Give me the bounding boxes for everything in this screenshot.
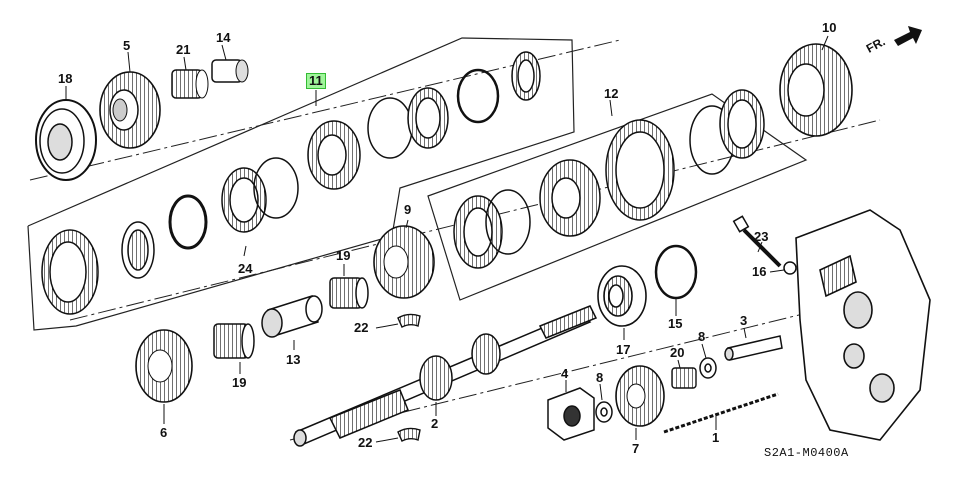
part-4-block xyxy=(547,387,595,441)
part-23-bolt xyxy=(732,215,782,268)
callout-8-lower[interactable]: 8 xyxy=(596,370,604,385)
callout-16[interactable]: 16 xyxy=(752,264,767,279)
callout-23[interactable]: 23 xyxy=(754,229,769,244)
part-16-washer xyxy=(783,261,797,275)
callout-5[interactable]: 5 xyxy=(123,38,131,53)
callout-14[interactable]: 14 xyxy=(216,30,231,45)
part-14-collar xyxy=(211,59,249,83)
part-5-gear xyxy=(99,71,161,149)
callout-10[interactable]: 10 xyxy=(822,20,837,35)
callout-1[interactable]: 1 xyxy=(712,430,720,445)
part-15-snap-ring xyxy=(654,244,698,300)
kit-11-parts xyxy=(41,51,541,315)
callout-4[interactable]: 4 xyxy=(561,366,569,381)
kit-12-boundary xyxy=(427,93,808,301)
callout-18[interactable]: 18 xyxy=(58,71,73,86)
part-8-washers xyxy=(595,357,717,423)
callout-8-upper[interactable]: 8 xyxy=(698,329,706,344)
callout-9[interactable]: 9 xyxy=(404,202,412,217)
part-21-needle-bearing xyxy=(171,69,209,99)
callout-21[interactable]: 21 xyxy=(176,42,191,57)
part-10-gear xyxy=(779,43,853,137)
part-9-gear xyxy=(373,225,435,299)
part-22-bearing-halves xyxy=(397,313,421,442)
part-6-gear xyxy=(135,329,193,403)
callout-11-highlighted[interactable]: 11 xyxy=(306,73,326,89)
callout-2[interactable]: 2 xyxy=(431,416,439,431)
callout-20[interactable]: 20 xyxy=(670,345,685,360)
callout-13[interactable]: 13 xyxy=(286,352,301,367)
callout-19-upper[interactable]: 19 xyxy=(336,248,351,263)
callout-3[interactable]: 3 xyxy=(740,313,748,328)
front-arrow-icon xyxy=(894,26,922,46)
part-13-collar xyxy=(261,295,323,338)
part-20-needle-bearing xyxy=(671,367,697,389)
callout-22-lower[interactable]: 22 xyxy=(358,435,373,450)
part-7-gear xyxy=(615,365,665,427)
callout-7[interactable]: 7 xyxy=(632,441,640,456)
callout-24[interactable]: 24 xyxy=(238,261,253,276)
callout-6[interactable]: 6 xyxy=(160,425,168,440)
part-19-needle-bearings xyxy=(213,277,369,359)
kit-12-parts xyxy=(453,89,765,269)
part-17-bearing xyxy=(597,265,647,327)
leader-lines xyxy=(65,35,829,443)
part-1-rod xyxy=(663,392,779,434)
callout-22-upper[interactable]: 22 xyxy=(354,320,369,335)
callout-12[interactable]: 12 xyxy=(604,86,619,101)
callout-19-lower[interactable]: 19 xyxy=(232,375,247,390)
part-2-mainshaft xyxy=(293,305,598,447)
diagram-code: S2A1-M0400A xyxy=(764,446,849,460)
callout-17[interactable]: 17 xyxy=(616,342,631,357)
part-18-bearing xyxy=(35,99,97,181)
kit-11-boundary xyxy=(27,37,575,331)
part-3-shaft xyxy=(724,335,783,361)
transmission-case xyxy=(795,209,931,441)
callout-15[interactable]: 15 xyxy=(668,316,683,331)
